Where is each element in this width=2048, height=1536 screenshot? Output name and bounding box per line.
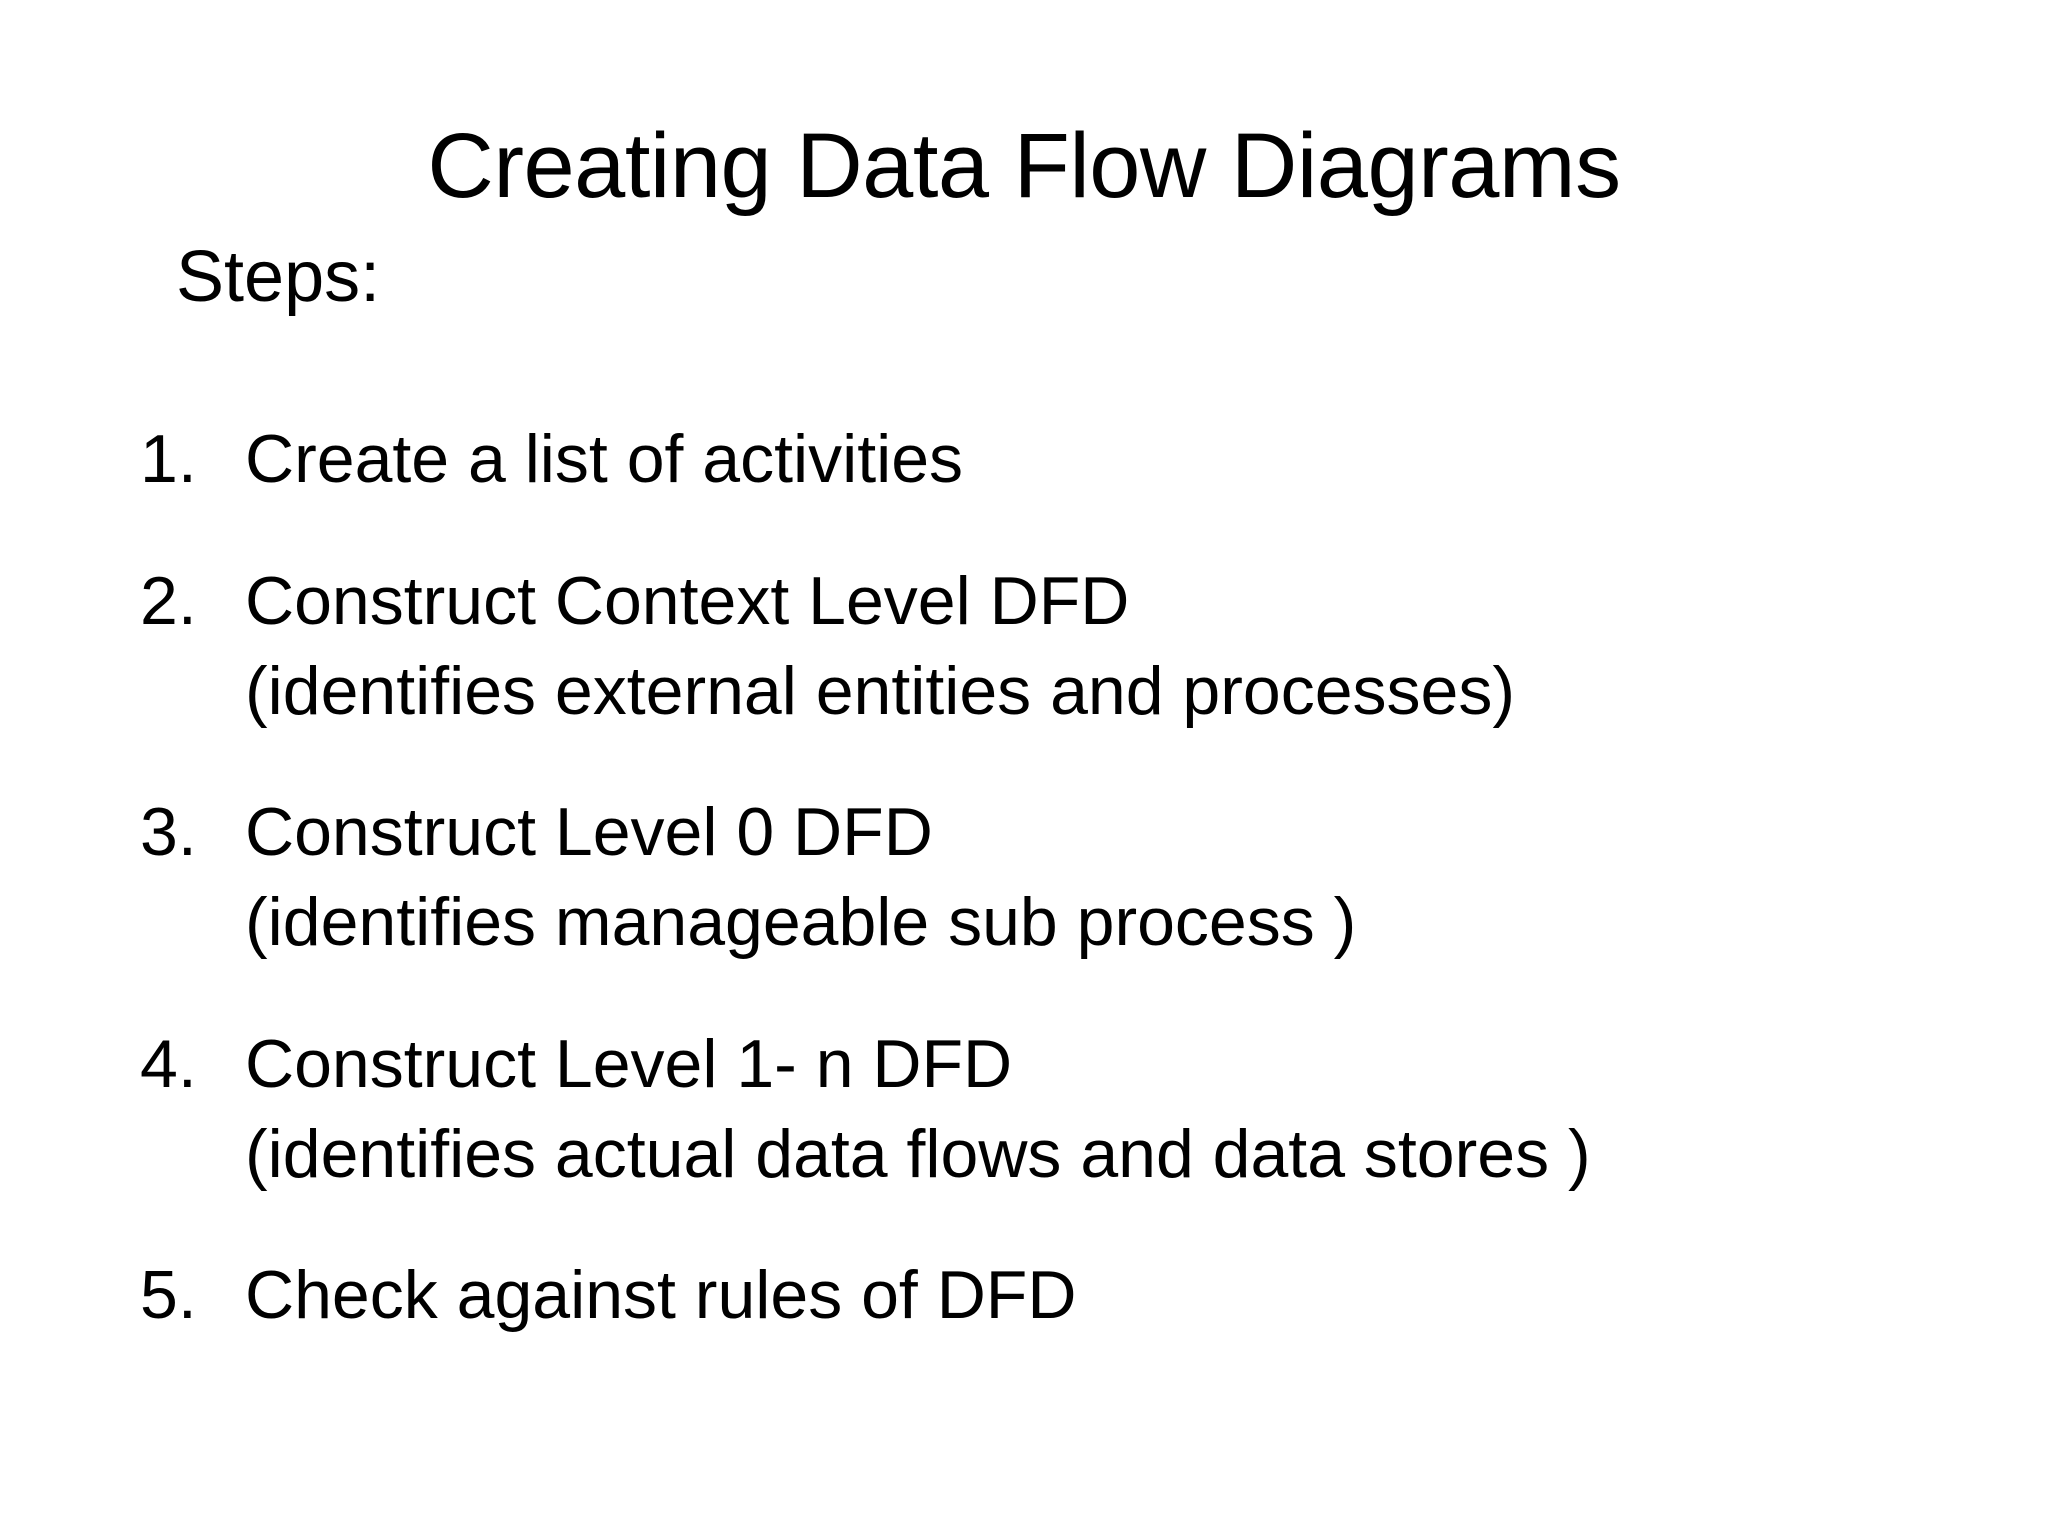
step-text-line-1: Construct Level 1- n DFD bbox=[245, 1025, 1013, 1102]
step-text-line-1: Construct Context Level DFD bbox=[245, 562, 1130, 639]
list-item: 4. Construct Level 1- n DFD (identifies … bbox=[140, 1020, 1960, 1200]
page-title: Creating Data Flow Diagrams bbox=[427, 114, 1621, 217]
step-number: 1. bbox=[140, 421, 197, 497]
list-item: 2. Construct Context Level DFD (identifi… bbox=[140, 557, 1960, 737]
step-number: 4. bbox=[140, 1025, 197, 1102]
step-body: Create a list of activities bbox=[245, 415, 1960, 505]
steps-heading: Steps: bbox=[176, 237, 381, 317]
list-item: 5. Check against rules of DFD bbox=[140, 1251, 1960, 1341]
list-item: 3. Construct Level 0 DFD (identifies man… bbox=[140, 788, 1960, 968]
step-text-line-1: Create a list of activities bbox=[245, 421, 964, 497]
step-text-line-1: Construct Level 0 DFD bbox=[245, 794, 933, 871]
step-number: 5. bbox=[140, 1257, 197, 1334]
step-text-line-2: (identifies manageable sub process ) bbox=[245, 884, 1357, 960]
step-number: 2. bbox=[140, 562, 197, 639]
steps-list: 1. Create a list of activities 2. Constr… bbox=[140, 415, 1960, 1341]
list-item: 1. Create a list of activities bbox=[140, 415, 1960, 505]
step-text-line-2: (identifies actual data flows and data s… bbox=[245, 1115, 1591, 1192]
step-number: 3. bbox=[140, 794, 197, 871]
step-text-line-1: Check against rules of DFD bbox=[245, 1257, 1077, 1334]
step-text-line-2: (identifies external entities and proces… bbox=[245, 652, 1515, 729]
step-body: Check against rules of DFD bbox=[245, 1251, 1960, 1341]
step-body: Construct Level 0 DFD (identifies manage… bbox=[245, 788, 1960, 968]
step-body: Construct Level 1- n DFD (identifies act… bbox=[245, 1020, 1960, 1200]
step-body: Construct Context Level DFD (identifies … bbox=[245, 557, 1960, 737]
